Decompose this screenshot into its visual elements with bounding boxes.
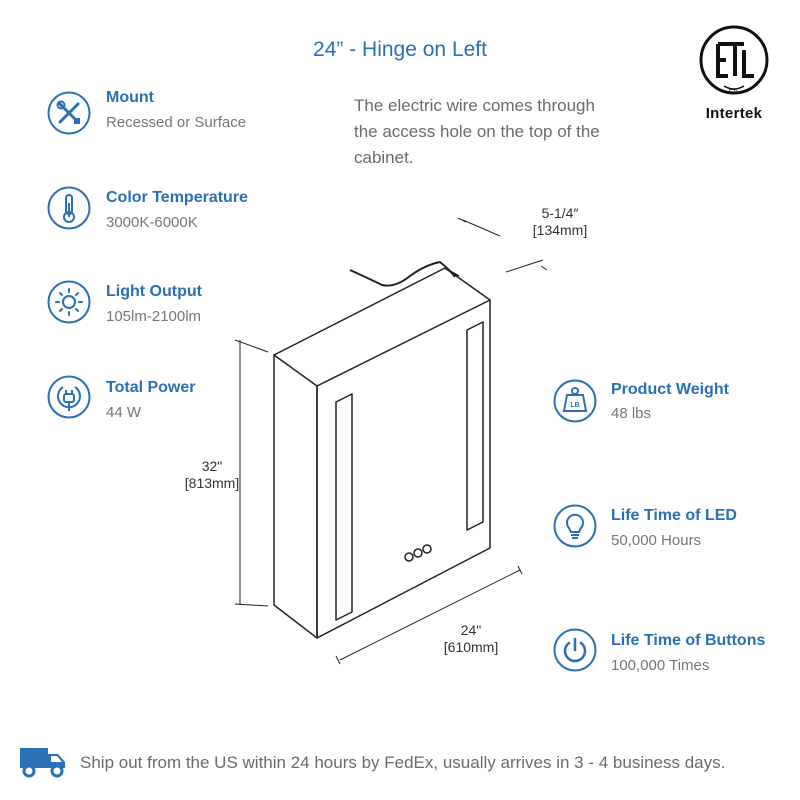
buttons-lifetime-title: Life Time of Buttons — [611, 632, 766, 649]
electric-wire — [349, 261, 456, 287]
width-metric: [610mm] — [443, 639, 499, 655]
power-plug-icon — [47, 375, 91, 419]
light-output-title: Light Output — [106, 283, 202, 300]
touch-button-1 — [404, 552, 414, 562]
width-imperial: 24" — [460, 622, 482, 638]
etl-listed-mark-text: ETL — [728, 90, 740, 96]
total-power-title: Total Power — [106, 379, 196, 396]
touch-button-3 — [422, 544, 432, 554]
cabinet-top-edge — [273, 267, 491, 356]
shipping-text: Ship out from the US within 24 hours by … — [80, 753, 726, 772]
led-strip-right — [466, 321, 484, 531]
power-button-icon — [553, 628, 597, 672]
cabinet-left-side — [273, 354, 318, 639]
width-dimension-line — [339, 569, 521, 661]
touch-button-2 — [413, 548, 423, 558]
total-power-value: 44 W — [106, 404, 142, 421]
buttons-lifetime-value: 100,000 Times — [611, 657, 710, 674]
color-temperature-title: Color Temperature — [106, 189, 248, 206]
depth-dimension-line — [462, 219, 501, 237]
product-weight-value: 48 lbs — [611, 405, 652, 422]
height-metric: [813mm] — [184, 475, 240, 491]
mount-value: Recessed or Surface — [106, 114, 247, 131]
height-imperial: 32" — [201, 458, 223, 474]
color-temperature-value: 3000K-6000K — [106, 214, 198, 231]
page-title: 24” - Hinge on Left — [313, 38, 487, 61]
etl-listed-icon: ETL — [699, 25, 769, 96]
delivery-truck-icon — [18, 740, 68, 780]
led-strip-left — [335, 393, 353, 621]
depth-imperial: 5-1/4″ — [541, 205, 579, 221]
intertek-label: Intertek — [705, 105, 763, 122]
height-dimension-label: 32" [813mm] — [162, 458, 262, 492]
product-weight-title: Product Weight — [611, 381, 729, 398]
mount-title: Mount — [106, 89, 154, 106]
light-bulb-icon — [553, 504, 597, 548]
light-output-value: 105lm-2100lm — [106, 308, 202, 325]
width-dimension-label: 24" [610mm] — [421, 622, 521, 656]
led-lifetime-title: Life Time of LED — [611, 507, 737, 524]
thermometer-icon — [47, 186, 91, 230]
etl-certification: ETL Intertek — [696, 22, 772, 122]
wire-note: The electric wire comes through the acce… — [354, 96, 600, 167]
depth-metric: [134mm] — [532, 222, 588, 238]
cabinet-front-door — [316, 299, 491, 639]
sun-icon — [47, 280, 91, 324]
led-lifetime-value: 50,000 Hours — [611, 532, 702, 549]
weight-icon: LB — [553, 379, 597, 423]
depth-dimension-label: 5-1/4″ [134mm] — [510, 205, 610, 239]
wrench-screwdriver-icon — [47, 91, 91, 135]
svg-text:LB: LB — [570, 402, 579, 409]
